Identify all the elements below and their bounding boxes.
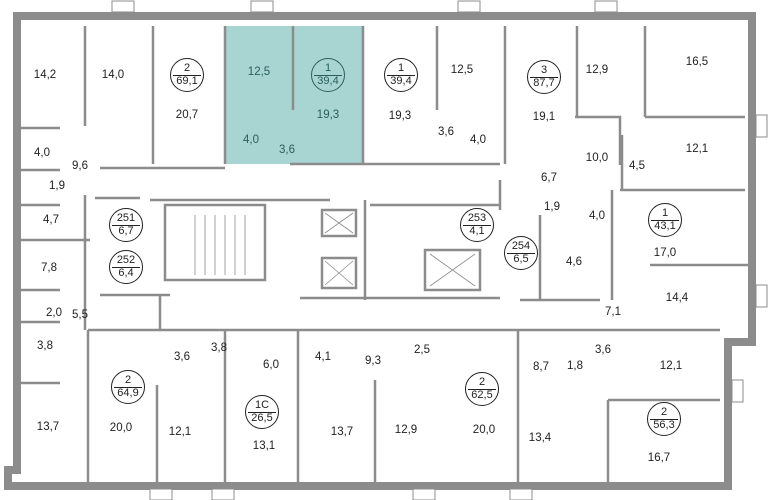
room-area: 19,1 bbox=[532, 111, 556, 123]
room-area: 4,0 bbox=[589, 210, 605, 222]
room-area: 4,0 bbox=[34, 147, 50, 159]
room-area: 10,0 bbox=[585, 152, 609, 164]
rooms-count: 2 bbox=[183, 62, 191, 74]
room-area: 3,8 bbox=[37, 340, 53, 352]
apartment-area: 39,4 bbox=[317, 75, 339, 87]
room-area: 16,5 bbox=[685, 56, 709, 68]
room-area: 13,1 bbox=[252, 440, 276, 452]
apartment-area: 43,1 bbox=[654, 220, 676, 232]
room-area: 3,6 bbox=[174, 351, 190, 363]
room-area: 20,7 bbox=[175, 109, 199, 121]
room-area: 1,9 bbox=[544, 201, 560, 213]
room-area: 2,0 bbox=[46, 307, 62, 319]
room-area: 8,7 bbox=[533, 361, 549, 373]
rooms-count: 1С bbox=[254, 399, 270, 411]
storage-number: 252 bbox=[116, 254, 136, 266]
room-area: 7,1 bbox=[605, 306, 621, 318]
room-area: 3,8 bbox=[211, 342, 227, 354]
room-area: 12,1 bbox=[168, 426, 192, 438]
rooms-count: 1 bbox=[397, 62, 405, 74]
apartment-area: 56,3 bbox=[653, 419, 675, 431]
room-area: 2,5 bbox=[414, 344, 430, 356]
storage-area: 6,5 bbox=[513, 253, 529, 265]
room-area: 4,6 bbox=[566, 256, 582, 268]
room-area: 12,9 bbox=[394, 424, 418, 436]
room-area: 14,4 bbox=[665, 292, 689, 304]
room-area: 13,7 bbox=[36, 421, 60, 433]
storage-number: 254 bbox=[511, 240, 531, 252]
room-area: 9,6 bbox=[72, 160, 88, 172]
room-area: 12,9 bbox=[585, 64, 609, 76]
room-area: 1,9 bbox=[49, 180, 65, 192]
lift-icons bbox=[194, 212, 476, 287]
apartment-area: 62,5 bbox=[471, 389, 493, 401]
rooms-count: 2 bbox=[478, 376, 486, 388]
room-area: 13,7 bbox=[330, 426, 354, 438]
room-area: 3,6 bbox=[279, 144, 295, 156]
rooms-count: 2 bbox=[124, 374, 132, 386]
room-area: 19,3 bbox=[388, 110, 412, 122]
rooms-count: 1 bbox=[324, 62, 332, 74]
storage-number: 251 bbox=[116, 212, 136, 224]
room-area: 4,7 bbox=[43, 214, 59, 226]
room-area: 3,6 bbox=[595, 344, 611, 356]
apartment-area: 87,7 bbox=[533, 77, 555, 89]
room-area: 17,0 bbox=[653, 247, 677, 259]
apartment-area: 69,1 bbox=[176, 75, 198, 87]
room-area: 14,2 bbox=[33, 69, 57, 81]
rooms-count: 3 bbox=[540, 64, 548, 76]
apartment-area: 64,9 bbox=[117, 387, 139, 399]
room-area: 12,5 bbox=[450, 64, 474, 76]
room-area: 16,7 bbox=[647, 452, 671, 464]
room-area: 12,1 bbox=[659, 360, 683, 372]
room-area: 19,3 bbox=[316, 109, 340, 121]
apartment-area: 39,4 bbox=[390, 75, 412, 87]
room-area: 3,6 bbox=[438, 126, 454, 138]
rooms-count: 2 bbox=[660, 406, 668, 418]
room-area: 5,5 bbox=[72, 309, 88, 321]
room-area: 4,5 bbox=[629, 160, 645, 172]
room-area: 9,3 bbox=[365, 355, 381, 367]
storage-area: 6,4 bbox=[118, 267, 134, 279]
room-area: 13,4 bbox=[528, 432, 552, 444]
room-area: 14,0 bbox=[101, 69, 125, 81]
storage-area: 6,7 bbox=[118, 225, 134, 237]
room-area: 12,5 bbox=[247, 66, 271, 78]
rooms-count: 1 bbox=[661, 207, 669, 219]
room-area: 4,0 bbox=[470, 134, 486, 146]
room-area: 6,0 bbox=[263, 359, 279, 371]
storage-area: 4,1 bbox=[469, 225, 485, 237]
room-area: 4,0 bbox=[243, 134, 259, 146]
room-area: 20,0 bbox=[472, 424, 496, 436]
apartment-area: 26,5 bbox=[251, 412, 273, 424]
room-area: 4,1 bbox=[315, 351, 331, 363]
room-area: 1,8 bbox=[567, 360, 583, 372]
storage-number: 253 bbox=[467, 212, 487, 224]
balconies bbox=[111, 0, 768, 500]
room-area: 20,0 bbox=[109, 422, 133, 434]
room-area: 12,1 bbox=[685, 143, 709, 155]
room-area: 7,8 bbox=[41, 262, 57, 274]
room-area: 6,7 bbox=[541, 172, 557, 184]
